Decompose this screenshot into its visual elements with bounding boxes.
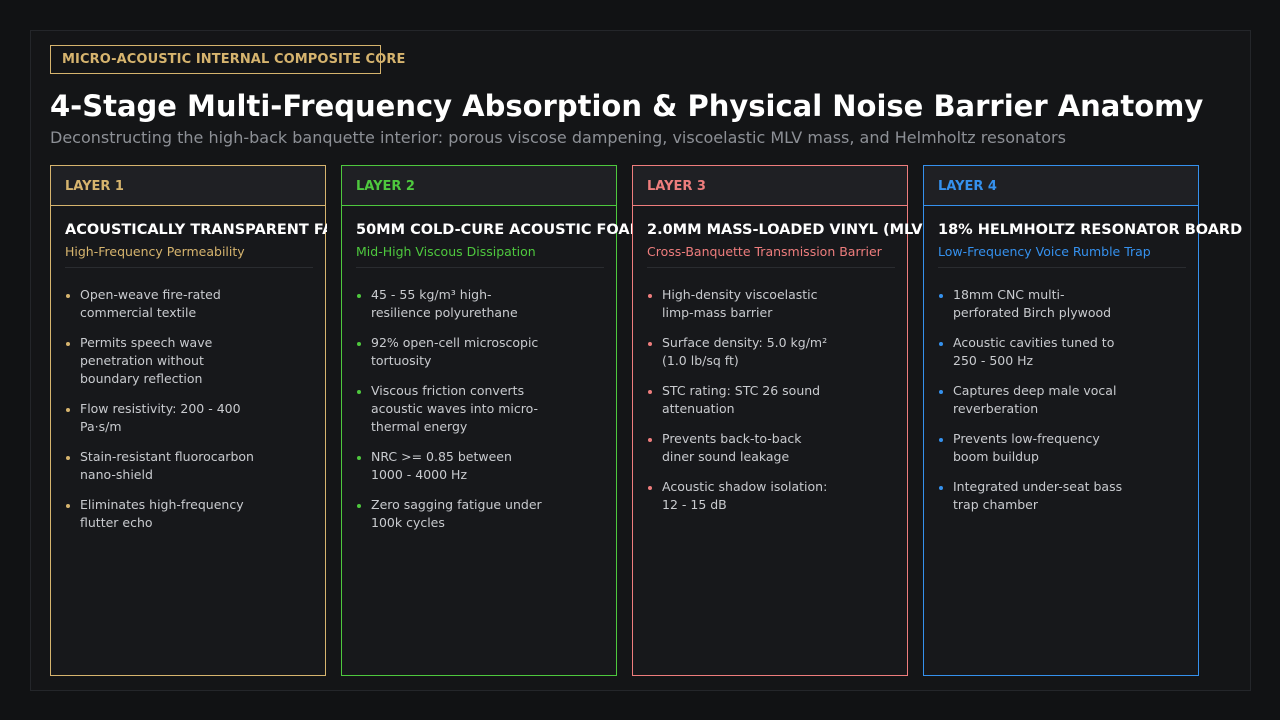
section-tag: MICRO-ACOUSTIC INTERNAL COMPOSITE CORE [50, 45, 405, 74]
bullet-icon [939, 438, 943, 442]
list-item: Acoustic cavities tuned to 250 - 500 Hz [938, 334, 1128, 370]
list-item: 18mm CNC multi-perforated Birch plywood [938, 286, 1128, 322]
list-item: Eliminates high-frequency flutter echo [65, 496, 255, 532]
layer-card-1: LAYER 1 ACOUSTICALLY TRANSPARENT FABRIC … [50, 165, 327, 676]
layer-body: ACOUSTICALLY TRANSPARENT FABRIC High-Fre… [51, 205, 327, 676]
layer-points: 18mm CNC multi-perforated Birch plywood … [938, 286, 1184, 514]
layer-title: 2.0MM MASS-LOADED VINYL (MLV) [647, 222, 930, 238]
list-item: Acoustic shadow isolation: 12 - 15 dB [647, 478, 837, 514]
bullet-icon [66, 342, 70, 346]
layer-points: 45 - 55 kg/m³ high-resilience polyuretha… [356, 286, 602, 532]
list-item: Integrated under-seat bass trap chamber [938, 478, 1128, 514]
bullet-icon [648, 438, 652, 442]
bullet-icon [648, 486, 652, 490]
layer-subtitle: Cross-Banquette Transmission Barrier [647, 244, 895, 268]
list-item: Captures deep male vocal reverberation [938, 382, 1128, 418]
layer-card-4: LAYER 4 18% HELMHOLTZ RESONATOR BOARD Lo… [923, 165, 1242, 676]
layer-subtitle: Mid-High Viscous Dissipation [356, 244, 604, 268]
page-subtitle: Deconstructing the high-back banquette i… [50, 128, 1066, 147]
bullet-icon [648, 294, 652, 298]
page-title: 4-Stage Multi-Frequency Absorption & Phy… [50, 89, 1204, 123]
bullet-icon [66, 504, 70, 508]
bullet-icon [648, 390, 652, 394]
list-item: Prevents back-to-back diner sound leakag… [647, 430, 837, 466]
layer-title: ACOUSTICALLY TRANSPARENT FABRIC [65, 222, 327, 238]
bullet-icon [648, 342, 652, 346]
list-item: STC rating: STC 26 sound attenuation [647, 382, 837, 418]
list-item: 45 - 55 kg/m³ high-resilience polyuretha… [356, 286, 546, 322]
layer-body: 50MM COLD-CURE ACOUSTIC FOAM Mid-High Vi… [342, 205, 644, 676]
bullet-icon [939, 294, 943, 298]
list-item: Viscous friction converts acoustic waves… [356, 382, 546, 436]
list-item: Surface density: 5.0 kg/m² (1.0 lb/sq ft… [647, 334, 837, 370]
bullet-icon [939, 486, 943, 490]
list-item: Zero sagging fatigue under 100k cycles [356, 496, 546, 532]
layer-label: LAYER 3 [633, 166, 907, 205]
list-item: NRC >= 0.85 between 1000 - 4000 Hz [356, 448, 546, 484]
layer-card-3: LAYER 3 2.0MM MASS-LOADED VINYL (MLV) Cr… [632, 165, 929, 676]
layer-label: LAYER 1 [51, 166, 325, 205]
list-item: Flow resistivity: 200 - 400 Pa·s/m [65, 400, 255, 436]
layer-subtitle: Low-Frequency Voice Rumble Trap [938, 244, 1186, 268]
bullet-icon [357, 504, 361, 508]
layer-points: High-density viscoelastic limp-mass barr… [647, 286, 893, 514]
bullet-icon [939, 390, 943, 394]
layer-label: LAYER 2 [342, 166, 616, 205]
list-item: High-density viscoelastic limp-mass barr… [647, 286, 837, 322]
layer-title: 50MM COLD-CURE ACOUSTIC FOAM [356, 222, 645, 238]
bullet-icon [357, 342, 361, 346]
layer-points: Open-weave fire-rated commercial textile… [65, 286, 311, 532]
bullet-icon [66, 294, 70, 298]
layer-label: LAYER 4 [924, 166, 1198, 205]
bullet-icon [66, 456, 70, 460]
layer-body: 18% HELMHOLTZ RESONATOR BOARD Low-Freque… [924, 205, 1242, 676]
bullet-icon [357, 390, 361, 394]
list-item: Stain-resistant fluorocarbon nano-shield [65, 448, 255, 484]
list-item: Open-weave fire-rated commercial textile [65, 286, 255, 322]
layer-card-2: LAYER 2 50MM COLD-CURE ACOUSTIC FOAM Mid… [341, 165, 644, 676]
layer-body: 2.0MM MASS-LOADED VINYL (MLV) Cross-Banq… [633, 205, 929, 676]
bullet-icon [357, 456, 361, 460]
layer-subtitle: High-Frequency Permeability [65, 244, 313, 268]
list-item: Prevents low-frequency boom buildup [938, 430, 1128, 466]
list-item: 92% open-cell microscopic tortuosity [356, 334, 546, 370]
list-item: Permits speech wave penetration without … [65, 334, 255, 388]
bullet-icon [939, 342, 943, 346]
bullet-icon [357, 294, 361, 298]
layer-title: 18% HELMHOLTZ RESONATOR BOARD [938, 222, 1243, 238]
bullet-icon [66, 408, 70, 412]
